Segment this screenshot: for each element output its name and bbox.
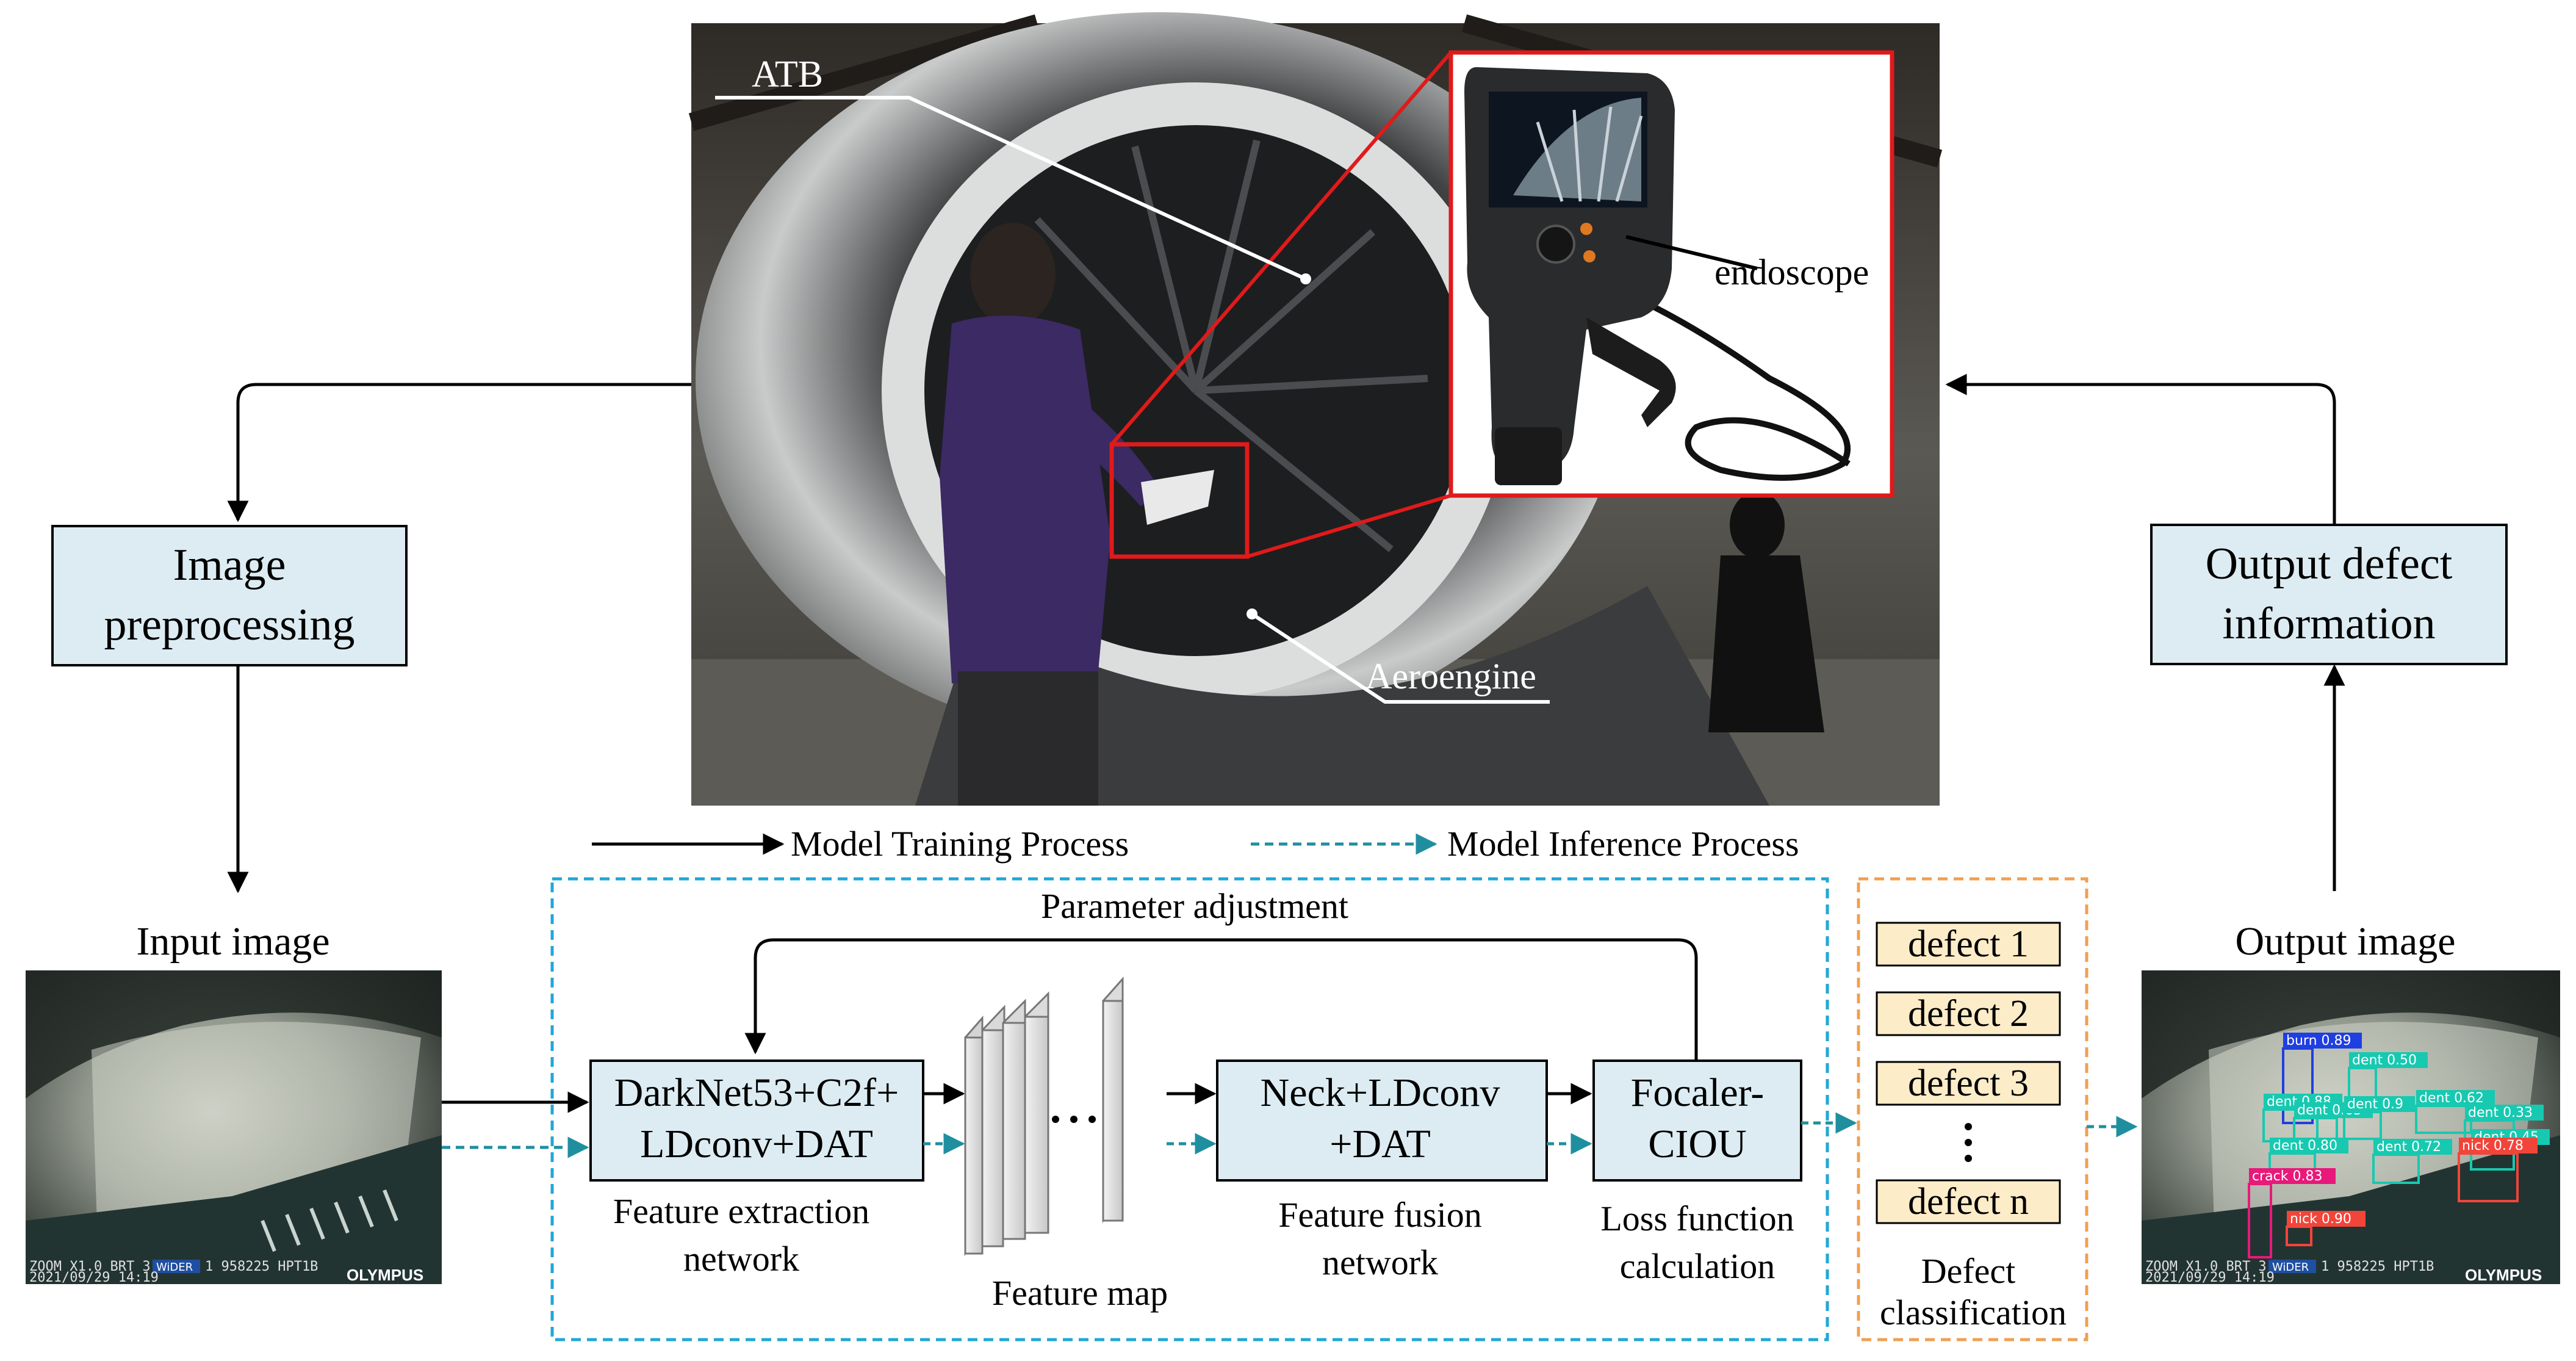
feature-map-stack — [965, 979, 1123, 1254]
classification-caption-line1: Defect — [1921, 1251, 2016, 1291]
backbone-label-line1: DarkNet53+C2f+ — [614, 1070, 899, 1115]
detection-label: dent 0.80 — [2273, 1138, 2337, 1153]
neck-caption-line1: Feature fusion — [1278, 1195, 1481, 1235]
aeroengine-label: Aeroengine — [1365, 656, 1536, 696]
backbone-label-line2: LDconv+DAT — [640, 1122, 873, 1166]
loss-label-line1: Focaler- — [1631, 1070, 1765, 1115]
image-preprocessing-label-line1: Image — [173, 540, 286, 590]
defect-label-n: defect n — [1908, 1181, 2029, 1222]
detection-label: crack 0.83 — [2252, 1169, 2322, 1184]
input-overlay-brand: OLYMPUS — [347, 1266, 423, 1284]
loss-caption-line2: calculation — [1620, 1246, 1775, 1286]
output-borescope-image: ZOOM X1.0 BRT 3 WiDER 1 958225 HPT1B 202… — [2142, 970, 2560, 1285]
legend-training-label: Model Training Process — [791, 824, 1129, 864]
input-overlay-badge: WiDER — [156, 1261, 193, 1274]
defect-ellipsis — [1965, 1123, 1972, 1162]
output-info-label-line2: information — [2222, 599, 2435, 649]
output-overlay-badge: WiDER — [2272, 1261, 2309, 1274]
image-preprocessing-label-line2: preprocessing — [104, 600, 355, 650]
backbone-caption-line1: Feature extraction — [613, 1191, 869, 1231]
parameter-adjustment-label: Parameter adjustment — [1041, 886, 1348, 926]
loss-caption-line1: Loss function — [1600, 1199, 1794, 1238]
input-overlay-line2: 2021/09/29 14:19 — [29, 1270, 159, 1285]
loss-label-line2: CIOU — [1648, 1122, 1746, 1166]
detection-label: dent 0.33 — [2468, 1105, 2533, 1121]
output-overlay-brand: OLYMPUS — [2465, 1266, 2542, 1284]
neck-label-line1: Neck+LDconv — [1261, 1070, 1500, 1115]
defect-label-1: defect 1 — [1908, 923, 2029, 965]
detection-label: nick 0.90 — [2290, 1211, 2351, 1227]
engine-inspection-photo: ATB endoscope Aeroengine — [691, 12, 1940, 806]
detection-label: dent 0.72 — [2376, 1139, 2441, 1155]
photo-to-preprocessing-arrow — [238, 384, 691, 520]
output-image-title: Output image — [2235, 919, 2455, 964]
legend-inference-label: Model Inference Process — [1447, 824, 1799, 864]
feature-map-caption: Feature map — [992, 1273, 1168, 1313]
output-overlay-line2: 2021/09/29 14:19 — [2145, 1270, 2275, 1285]
defect-label-2: defect 2 — [1908, 993, 2029, 1034]
neck-caption-line2: network — [1322, 1243, 1438, 1282]
detection-label: burn 0.89 — [2286, 1033, 2351, 1049]
feature-map-ellipsis — [1052, 1116, 1096, 1123]
parameter-adjustment-feedback-arrow — [755, 940, 1696, 1061]
info-to-photo-arrow — [1948, 384, 2334, 525]
neck-label-line2: +DAT — [1329, 1122, 1431, 1166]
output-overlay-serial: 1 958225 HPT1B — [2321, 1259, 2434, 1274]
detection-label: nick 0.78 — [2462, 1138, 2524, 1153]
detection-label: dent 0.50 — [2352, 1053, 2417, 1068]
endoscope-label: endoscope — [1714, 252, 1869, 292]
output-info-label-line1: Output defect — [2206, 539, 2453, 589]
input-image-title: Input image — [136, 919, 329, 964]
backbone-caption-line2: network — [683, 1239, 799, 1279]
detection-label: dent 0.62 — [2419, 1091, 2484, 1106]
defect-label-3: defect 3 — [1908, 1063, 2029, 1104]
classification-caption-line2: classification — [1880, 1293, 2067, 1332]
atb-label: ATB — [752, 54, 823, 95]
input-borescope-image: ZOOM X1.0 BRT 3 WiDER 1 958225 HPT1B 202… — [26, 970, 442, 1285]
detection-label: dent 0.9 — [2347, 1097, 2403, 1112]
input-overlay-serial: 1 958225 HPT1B — [205, 1259, 318, 1274]
